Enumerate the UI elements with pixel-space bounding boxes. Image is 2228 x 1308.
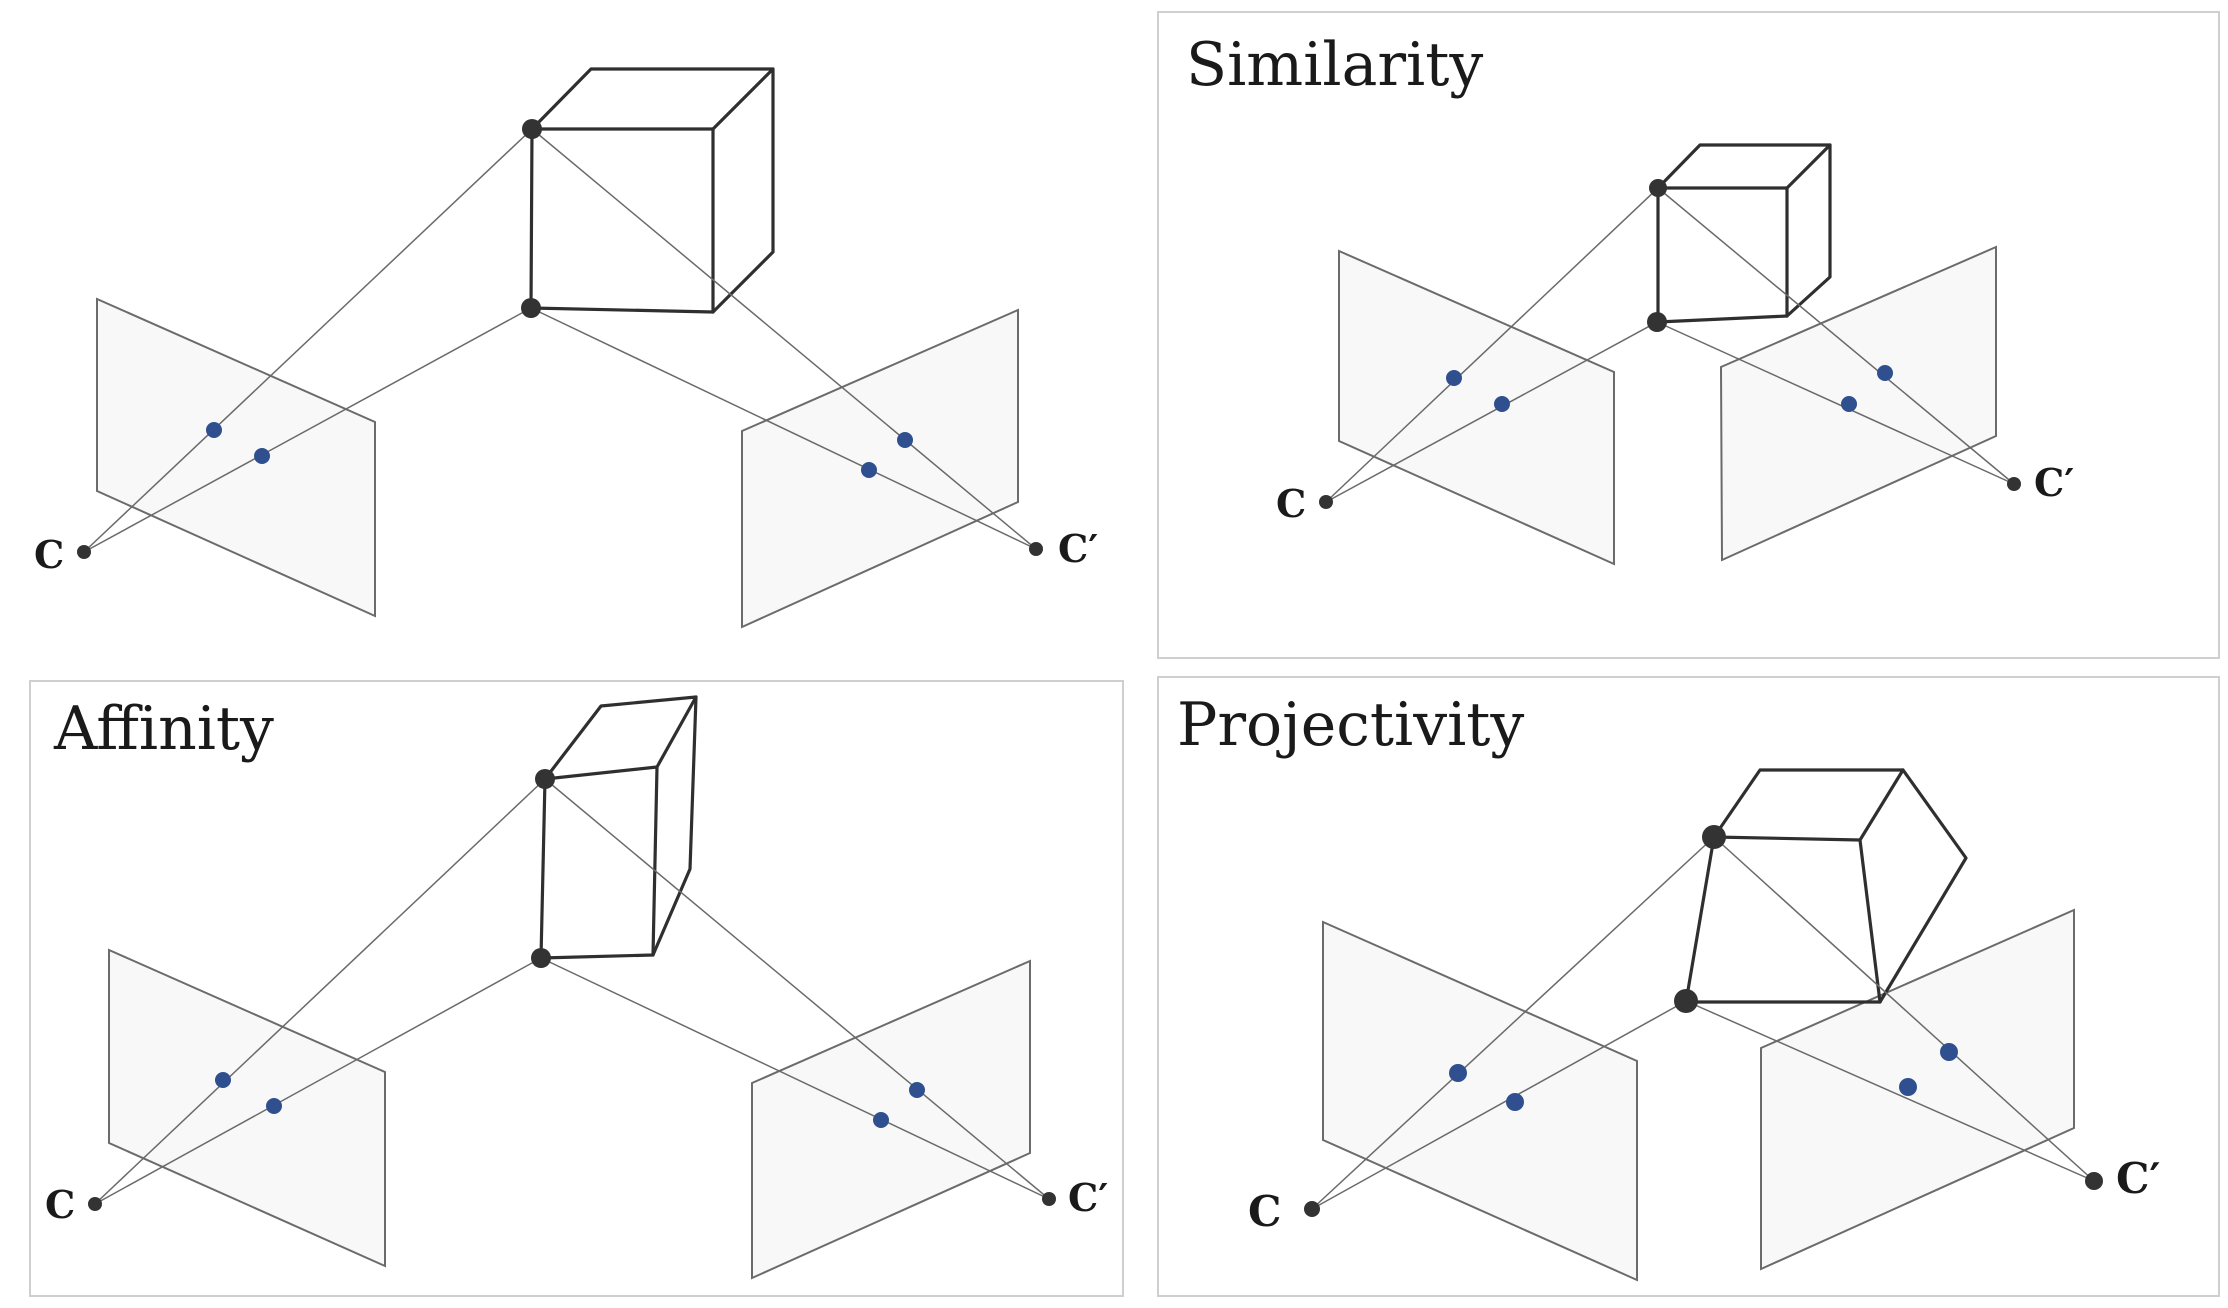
panel-title: Affinity <box>53 694 274 764</box>
cube-vertex-top <box>1649 179 1667 197</box>
cube-vertex-bottom <box>1647 312 1667 332</box>
panel-similarity: Similarity C C′ <box>1157 11 2220 659</box>
cube-side-face <box>711 67 775 314</box>
projected-point <box>873 1112 889 1128</box>
projected-point <box>1446 370 1462 386</box>
camera-label-left: C <box>34 532 64 577</box>
cube-vertex-bottom <box>521 298 541 318</box>
camera-center-left <box>88 1197 102 1211</box>
cube-front-face <box>529 127 715 314</box>
camera-label-right: C′ <box>2116 1154 2161 1203</box>
camera-label-left: C <box>45 1182 75 1227</box>
camera-center-right <box>1029 542 1043 556</box>
right-image-plane <box>1719 245 1997 562</box>
rays <box>83 128 1037 553</box>
panel-projectivity: Projectivity C C′ <box>1157 676 2220 1297</box>
camera-center-right <box>2085 1172 2103 1190</box>
cube <box>539 695 698 960</box>
cube-vertex-top <box>522 119 542 139</box>
cube-front-face <box>1684 835 1882 1004</box>
cube-side-face <box>651 695 698 957</box>
camera-center-left <box>1304 1201 1320 1217</box>
left-image-plane <box>108 948 386 1268</box>
camera-label-right: C′ <box>2034 460 2074 505</box>
cube-front-face <box>539 765 659 960</box>
projected-point <box>1841 396 1857 412</box>
panel-affinity: Affinity C C′ <box>29 680 1124 1297</box>
projected-point <box>215 1072 231 1088</box>
camera-label-left: C <box>1276 481 1306 526</box>
cube-top-face <box>1712 768 1905 842</box>
camera-center-right <box>1042 1192 1056 1206</box>
projected-point <box>206 422 222 438</box>
projected-point <box>1449 1064 1467 1082</box>
rays <box>94 778 1050 1205</box>
projected-point <box>1940 1043 1958 1061</box>
cube <box>529 67 775 314</box>
cube-top-face <box>530 67 775 131</box>
panel-frame <box>1157 676 2220 1297</box>
rays <box>1311 836 2095 1210</box>
cube <box>1656 143 1832 324</box>
cube-top-face <box>1656 143 1832 190</box>
cube-vertex-top <box>1702 825 1726 849</box>
cube-vertex-top <box>535 769 555 789</box>
projected-point <box>1506 1093 1524 1111</box>
projected-point <box>1877 365 1893 381</box>
projected-point <box>254 448 270 464</box>
camera-label-right: C′ <box>1058 526 1098 571</box>
projected-point <box>909 1082 925 1098</box>
right-image-plane <box>1760 908 2075 1271</box>
cube <box>1684 768 1968 1004</box>
projected-point <box>1494 396 1510 412</box>
cube-side-face <box>1878 768 1968 1004</box>
panel-title: Projectivity <box>1177 690 1524 760</box>
projected-point <box>897 432 913 448</box>
rays <box>1325 187 2015 503</box>
camera-center-left <box>77 545 91 559</box>
camera-label-left: C <box>1248 1187 1281 1236</box>
panel-frame <box>1157 11 2220 659</box>
camera-center-right <box>2007 477 2021 491</box>
projected-point <box>1899 1078 1917 1096</box>
cube-top-face <box>543 695 698 781</box>
camera-label-right: C′ <box>1068 1175 1108 1220</box>
left-image-plane <box>96 297 376 618</box>
right-image-plane <box>751 959 1031 1280</box>
camera-center-left <box>1319 495 1333 509</box>
cube-vertex-bottom <box>1674 989 1698 1013</box>
cube-vertex-bottom <box>531 948 551 968</box>
projected-point <box>266 1098 282 1114</box>
panel-frame <box>29 680 1124 1297</box>
cube-side-face <box>1785 143 1832 318</box>
left-image-plane <box>1322 920 1638 1282</box>
right-image-plane <box>741 308 1019 629</box>
left-image-plane <box>1338 249 1615 566</box>
cube-front-face <box>1656 186 1789 324</box>
panel-title: Similarity <box>1186 30 1483 100</box>
panel-original: C C′ <box>34 67 1098 629</box>
projected-point <box>861 462 877 478</box>
